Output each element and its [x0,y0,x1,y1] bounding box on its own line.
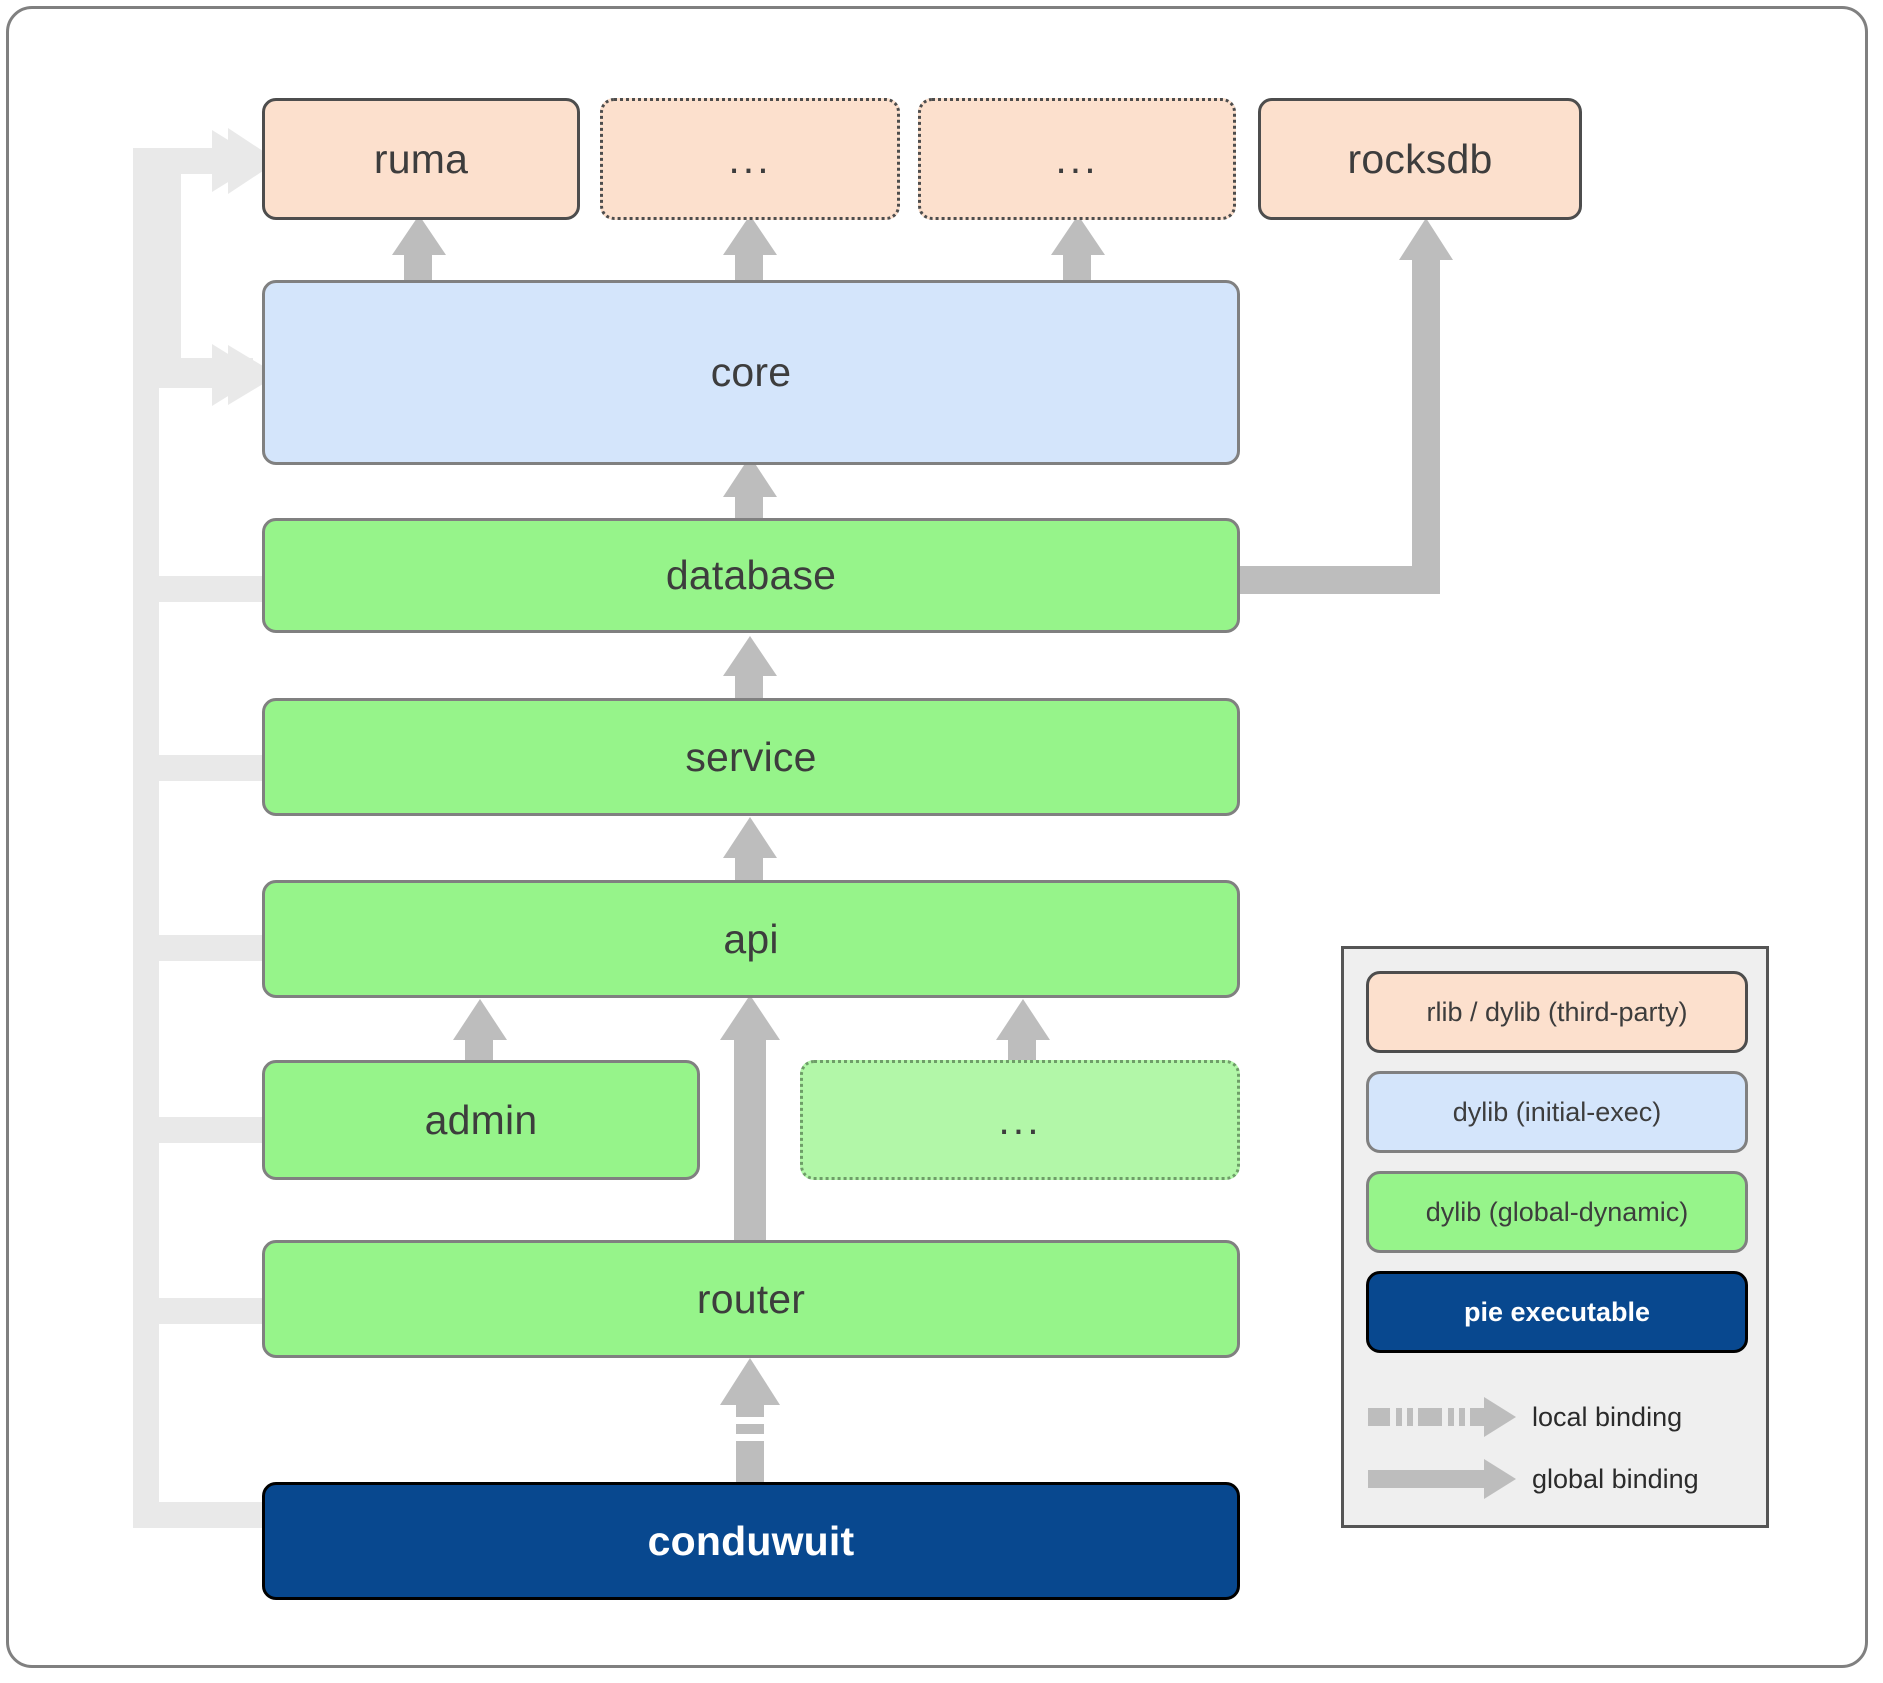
node-service[interactable]: service [262,698,1240,816]
legend-binding-local: local binding [1366,1387,1752,1447]
local-binding-arrow-icon [1366,1395,1518,1439]
legend-label: local binding [1532,1401,1683,1432]
legend-swatch-pie-executable: pie executable [1366,1271,1748,1353]
legend-label: pie executable [1463,1296,1651,1327]
node-label: ruma [373,135,469,182]
node-label: database [665,552,837,598]
legend-swatch-initial-exec: dylib (initial-exec) [1366,1071,1748,1153]
node-third-b[interactable]: ... [918,98,1236,220]
node-ruma[interactable]: ruma [262,98,580,220]
node-router[interactable]: router [262,1240,1240,1358]
node-third-a[interactable]: ... [600,98,900,220]
legend-label: dylib (global-dynamic) [1425,1196,1689,1227]
node-label: ... [728,135,772,182]
node-label: ... [1055,135,1099,182]
legend-label: rlib / dylib (third-party) [1426,996,1688,1027]
node-label: rocksdb [1347,135,1493,182]
node-label: router [696,1275,806,1322]
node-database[interactable]: database [262,518,1240,633]
node-api-stub[interactable]: ... [800,1060,1240,1180]
node-api[interactable]: api [262,880,1240,998]
node-label: service [685,733,817,780]
node-conduwuit[interactable]: conduwuit [262,1482,1240,1600]
node-label: core [710,349,792,395]
legend-panel: rlib / dylib (third-party) dylib (initia… [1341,946,1769,1528]
legend-label: global binding [1532,1463,1699,1494]
node-label: admin [424,1096,538,1143]
global-binding-arrow-icon [1366,1457,1518,1501]
legend-swatch-third-party: rlib / dylib (third-party) [1366,971,1748,1053]
node-admin[interactable]: admin [262,1060,700,1180]
node-label: conduwuit [647,1517,855,1564]
node-rocksdb[interactable]: rocksdb [1258,98,1582,220]
legend-swatch-global-dynamic: dylib (global-dynamic) [1366,1171,1748,1253]
legend-label: dylib (initial-exec) [1452,1096,1662,1127]
legend-binding-global: global binding [1366,1449,1752,1509]
node-label: ... [998,1096,1042,1143]
node-core[interactable]: core [262,280,1240,465]
node-label: api [723,915,779,962]
